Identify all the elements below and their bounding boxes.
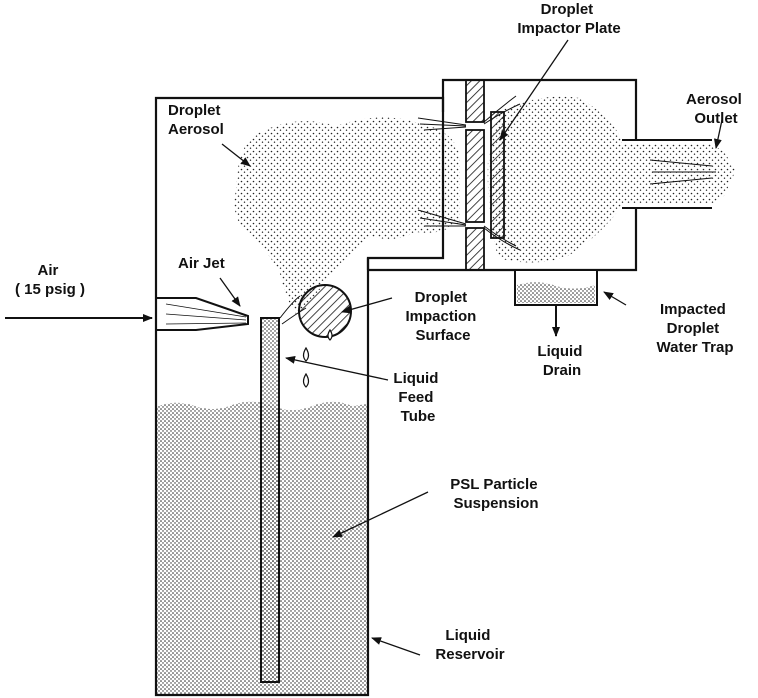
- impactor-plate-label: Droplet Impactor Plate: [517, 1, 620, 37]
- droplet-impactor-plate: [465, 79, 505, 271]
- droplet-2: [302, 372, 310, 388]
- droplet-3: [327, 328, 333, 341]
- impactor-plate-leader: [499, 39, 569, 141]
- psl-suspension-label: PSL Particle Suspension: [450, 476, 541, 512]
- reservoir-leader: [371, 637, 421, 656]
- air-jet-leader: [219, 277, 241, 307]
- air-jet-nozzle: [156, 297, 249, 331]
- feed-tube-label: Liquid Feed Tube: [393, 370, 442, 425]
- aerosol-outlet-tube: [622, 139, 712, 209]
- right-chamber-wall: [366, 78, 638, 272]
- aerosol-cloud-right: [487, 96, 622, 263]
- impaction-surface-splash: [279, 295, 307, 325]
- droplet-1: [302, 346, 310, 362]
- aerosol-outlet-leader: [713, 119, 723, 149]
- impactor-jet-streaks: [417, 95, 521, 251]
- droplet-aerosol-leader: [221, 143, 251, 167]
- outlet-aerosol-stream: [622, 144, 736, 204]
- outlet-flow-streaks: [649, 159, 716, 185]
- feed-tube-leader: [285, 355, 389, 381]
- impaction-surface-leader: [341, 297, 393, 314]
- water-trap-leader: [603, 291, 627, 306]
- air-label: Air ( 15 psig ): [15, 262, 85, 298]
- psl-suspension-leader: [332, 491, 429, 538]
- aerosol-outlet-label: Aerosol Outlet: [686, 91, 746, 127]
- droplet-aerosol-cloud: [234, 117, 460, 314]
- leader-arrows: [219, 39, 723, 656]
- liquid-drain-label: Liquid Drain: [537, 343, 586, 379]
- air-jet-label: Air Jet: [178, 255, 225, 272]
- water-trap-liquid: [517, 282, 595, 303]
- impaction-surface-label: Droplet Impaction Surface: [405, 289, 480, 344]
- reservoir-label: Liquid Reservoir: [435, 627, 504, 663]
- liquid-feed-tube: [260, 317, 280, 683]
- water-trap-label: Impacted Droplet Water Trap: [657, 301, 734, 356]
- droplet-aerosol-label: Droplet Aerosol: [168, 102, 225, 138]
